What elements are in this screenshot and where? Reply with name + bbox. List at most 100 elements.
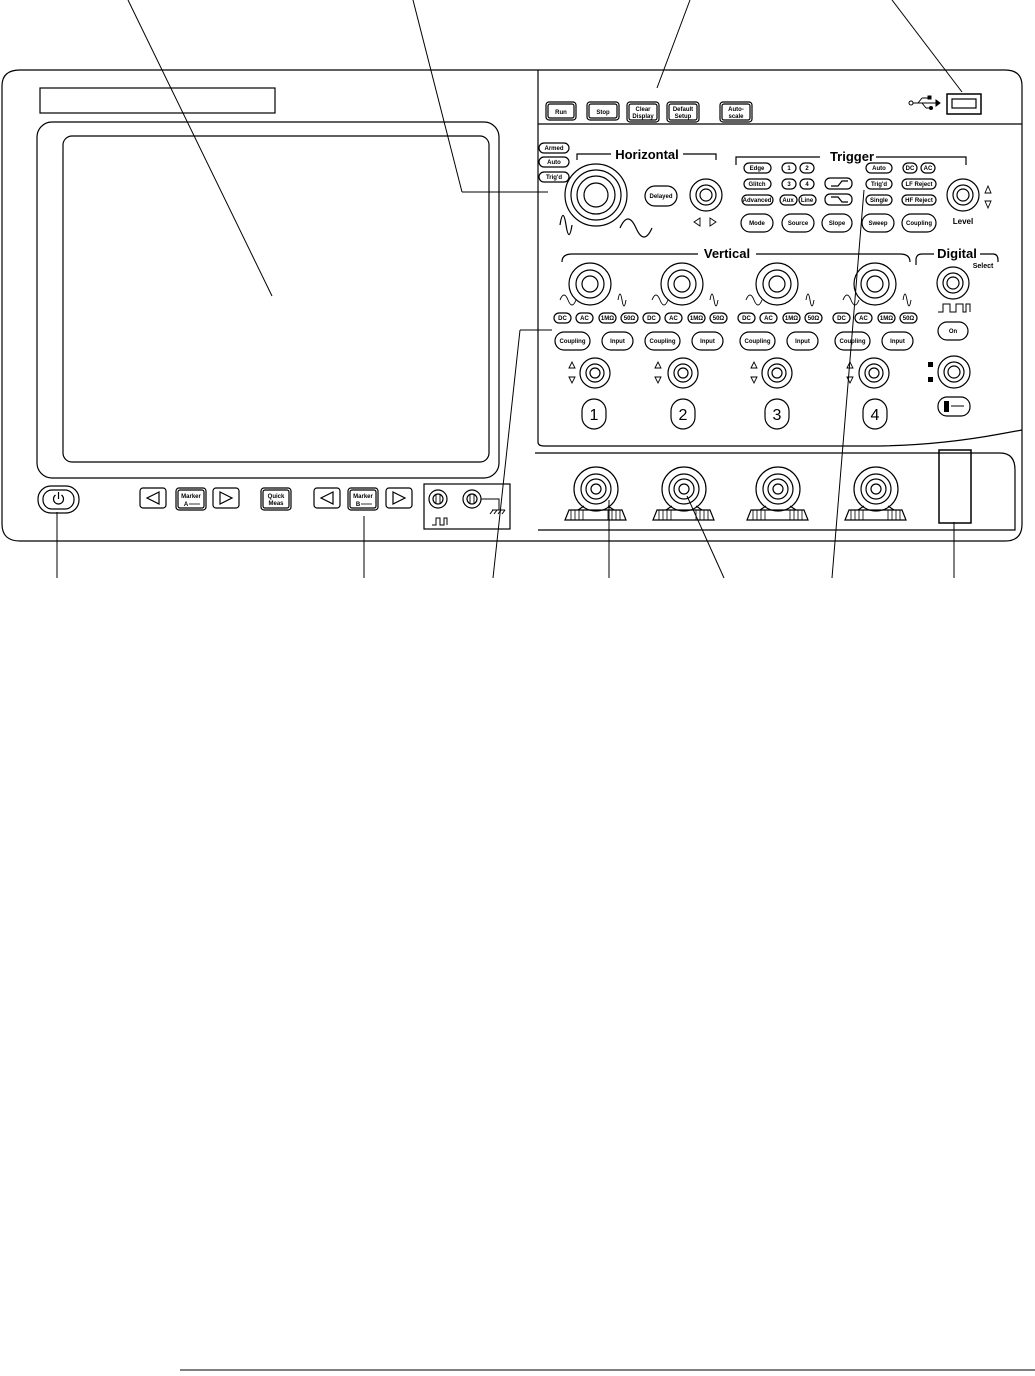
ch1-ac-indicator: AC (575, 312, 594, 324)
ch1-scale-knob[interactable] (568, 262, 612, 306)
callout-probe-connector (686, 495, 725, 579)
channel-inputs (564, 449, 972, 524)
marker-b-left-button[interactable] (313, 487, 341, 509)
digital-pulse-icon (938, 303, 971, 313)
ch3-scale-knob[interactable] (755, 262, 799, 306)
ch3-dc-label: DC (742, 316, 751, 322)
trigger-source-1[interactable]: 1 (781, 162, 797, 174)
marker-a-right-button[interactable] (212, 487, 240, 509)
trigger-source-line[interactable]: Line (798, 194, 817, 206)
delayed-button[interactable]: Delayed (644, 185, 678, 207)
trigger-glitch-button[interactable]: Glitch (743, 178, 772, 190)
trigger-source-label: Source (788, 221, 809, 227)
trigger-source-button[interactable]: Source (781, 213, 815, 233)
arrow-right-icon (219, 491, 234, 505)
trigger-source-aux[interactable]: Aux (779, 194, 798, 206)
ch3-input-button[interactable]: Input (786, 331, 819, 351)
ch3-coupling-button[interactable]: Coupling (739, 331, 776, 351)
quick-meas-label-1: Quick (268, 494, 285, 500)
marker-b-right-button[interactable] (385, 487, 413, 509)
trigger-mode-button[interactable]: Mode (740, 213, 774, 233)
digital-bus-button[interactable] (937, 396, 971, 417)
ch3-position-knob[interactable] (761, 357, 793, 389)
trigger-source-4[interactable]: 4 (799, 178, 815, 190)
digital-select-knob[interactable] (936, 266, 970, 300)
ch2-select-button[interactable]: 2 (670, 398, 696, 430)
ch2-position-knob[interactable] (667, 357, 699, 389)
ch4-select-button[interactable]: 4 (862, 398, 888, 430)
ch1-coupling-button[interactable]: Coupling (554, 331, 591, 351)
digital-input-connector[interactable] (938, 449, 972, 524)
status-auto: Auto (538, 156, 570, 168)
ch2-coupling-label: Coupling (650, 339, 676, 345)
clear-display-label-2: Display (632, 114, 654, 120)
marker-a-label-2: A (184, 502, 189, 508)
ch2-input-button[interactable]: Input (691, 331, 724, 351)
digital-on-button[interactable]: On (937, 321, 969, 341)
status-armed-label: Armed (544, 146, 563, 152)
trigger-sweep-button[interactable]: Sweep (861, 213, 895, 233)
coupling-ac-label: AC (924, 166, 933, 172)
digital-position-knob[interactable] (937, 355, 971, 389)
ch2-number: 2 (679, 407, 688, 424)
run-button[interactable]: Run (545, 101, 577, 121)
horizontal-position-knob[interactable] (689, 178, 723, 212)
autoscale-label-1: Auto- (728, 107, 744, 113)
ch4-50ohm-label: 50Ω (903, 316, 915, 322)
coupling-ac-indicator: AC (920, 162, 936, 174)
status-trigd-label: Trig'd (546, 175, 562, 181)
trigger-advanced-button[interactable]: Advanced (741, 194, 774, 206)
trigger-coupling-label: Coupling (906, 221, 932, 227)
ch4-coupling-button[interactable]: Coupling (834, 331, 871, 351)
trigger-slope-button[interactable]: Slope (821, 213, 853, 233)
arrow-down-icon (750, 376, 758, 385)
ch2-coupling-button[interactable]: Coupling (644, 331, 681, 351)
ch4-bnc-input[interactable] (844, 466, 907, 521)
trigger-advanced-label: Advanced (743, 198, 772, 204)
marker-a-button[interactable]: Marker A (175, 487, 207, 511)
default-setup-button[interactable]: Default Setup (666, 101, 700, 123)
ch1-input-label: Input (610, 339, 625, 345)
usb-port[interactable] (946, 93, 982, 115)
default-setup-label-2: Setup (675, 114, 692, 120)
arrow-up-icon (654, 360, 662, 369)
ch1-position-knob[interactable] (579, 357, 611, 389)
trigger-edge-label: Edge (750, 166, 765, 172)
trigger-level-knob[interactable] (946, 178, 980, 212)
ground-terminal[interactable] (462, 489, 482, 509)
marker-a-left-button[interactable] (139, 487, 167, 509)
trigger-source-3[interactable]: 3 (781, 178, 797, 190)
trigger-source-2[interactable]: 2 (799, 162, 815, 174)
power-icon (52, 494, 65, 505)
clear-display-button[interactable]: Clear Display (626, 101, 660, 123)
quick-meas-button[interactable]: Quick Meas (260, 487, 292, 511)
horizontal-scale-knob[interactable] (564, 163, 628, 227)
power-button[interactable] (37, 485, 80, 514)
wave-wide-icon (651, 294, 669, 306)
ch1-select-button[interactable]: 1 (581, 398, 607, 430)
trigger-edge-button[interactable]: Edge (743, 162, 772, 174)
ch1-dc-indicator: DC (553, 312, 572, 324)
probe-comp-terminal[interactable] (428, 489, 448, 509)
arrow-down-icon (846, 376, 854, 385)
ch4-input-button[interactable]: Input (881, 331, 914, 351)
ch1-50ohm-indicator: 50Ω (620, 312, 639, 324)
marker-b-button[interactable]: Marker B (347, 487, 379, 511)
autoscale-label-2: scale (728, 114, 744, 120)
ch3-bnc-input[interactable] (746, 466, 809, 521)
ch4-position-knob[interactable] (858, 357, 890, 389)
trigger-title: Trigger (830, 149, 874, 164)
quick-meas-label-2: Meas (268, 501, 284, 507)
channel-2: DC AC 1MΩ 50Ω Coupling Input 2 (642, 262, 728, 430)
trigger-coupling-button[interactable]: Coupling (901, 213, 937, 233)
ch2-scale-knob[interactable] (660, 262, 704, 306)
ch3-select-button[interactable]: 3 (764, 398, 790, 430)
marker-b-label-2: B (356, 502, 361, 508)
ch1-input-button[interactable]: Input (601, 331, 634, 351)
autoscale-button[interactable]: Auto- scale (719, 101, 753, 123)
ch1-bnc-input[interactable] (564, 466, 627, 521)
stop-button[interactable]: Stop (586, 101, 620, 121)
ch2-bnc-input[interactable] (652, 466, 715, 521)
ch4-scale-knob[interactable] (853, 262, 897, 306)
coupling-lf-reject-label: LF Reject (905, 182, 932, 188)
